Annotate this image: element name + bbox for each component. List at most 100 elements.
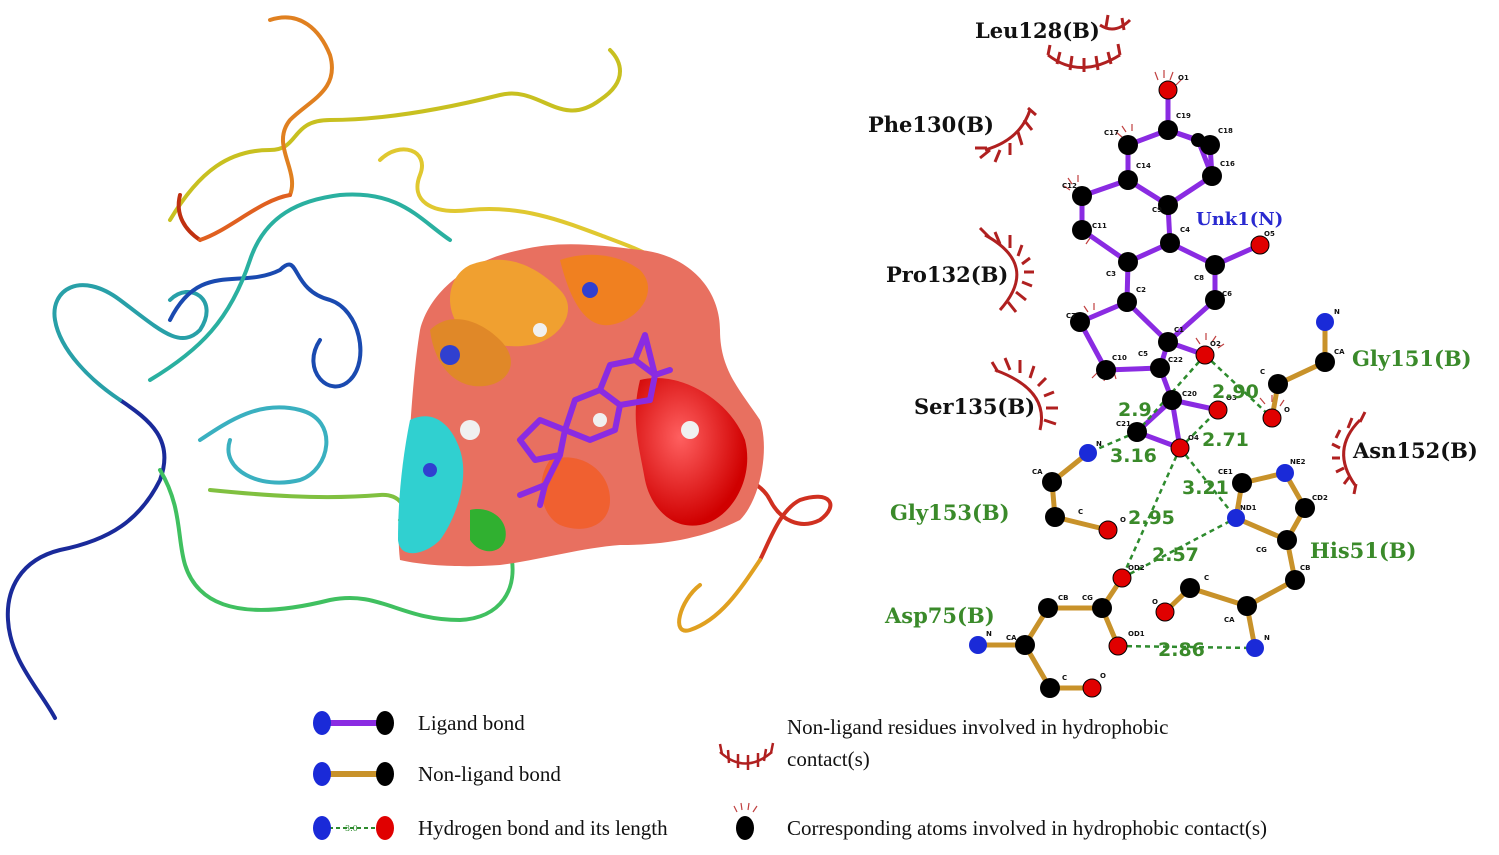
atom-asp75-c — [1040, 678, 1060, 698]
atom-c1 — [1158, 332, 1178, 352]
atom-asp75-cb — [1038, 598, 1058, 618]
atom-gly151-c — [1268, 374, 1288, 394]
atom-label: C22 — [1168, 356, 1183, 364]
hydrophobic-arc-pro132 — [978, 226, 1034, 313]
atom-label: C18 — [1218, 127, 1233, 135]
legend-hydrophobic-atoms: Corresponding atoms involved in hydropho… — [733, 802, 1267, 840]
atom-labels: O1 C19 C17 C18 C16 C14 C12 C9 C11 C4 O5 … — [986, 74, 1345, 682]
residue-label-pro132: Pro132(B) — [886, 262, 1008, 287]
atom-asp75-cg — [1092, 598, 1112, 618]
hbond-length-label: 2.57 — [1152, 544, 1199, 566]
atom-label: O — [1120, 516, 1126, 524]
legend-label: Ligand bond — [418, 711, 525, 735]
atom-gly153-c — [1045, 507, 1065, 527]
ribbon-green-lower — [158, 468, 515, 622]
atom-label: C5 — [1138, 350, 1148, 358]
atom-o4 — [1170, 438, 1190, 458]
legend-label: Corresponding atoms involved in hydropho… — [787, 816, 1267, 840]
ligplot-diagram: O1 C19 C17 C18 C16 C14 C12 C9 C11 C4 O5 … — [868, 14, 1478, 698]
atom-his51-n — [1246, 639, 1264, 657]
residue-label-his51: His51(B) — [1310, 538, 1417, 563]
hydrophobic-arc-leu128 — [1046, 14, 1132, 72]
atom-label: N — [1334, 308, 1340, 316]
ribbon-orange-end — [198, 193, 292, 242]
legend: Ligand bond Non-ligand bond 3.0 Hydrogen… — [313, 711, 1267, 840]
atom-label: C16 — [1220, 160, 1235, 168]
residue-label-asp75: Asp75(B) — [884, 603, 995, 628]
ribbon-orange-top — [268, 15, 334, 197]
residue-label-ser135: Ser135(B) — [914, 394, 1035, 419]
atom-label: O4 — [1188, 434, 1199, 442]
atom-label: O5 — [1264, 230, 1275, 238]
atom-label: C10 — [1112, 354, 1127, 362]
atom-label: O — [1100, 672, 1106, 680]
atom-label: C4 — [1180, 226, 1190, 234]
ribbon-yellow-top — [168, 48, 622, 222]
atom-c19 — [1158, 120, 1178, 140]
atom-o2 — [1195, 345, 1215, 365]
atom-asp75-ca — [1015, 635, 1035, 655]
ribbon-blue-loop — [168, 262, 363, 389]
ligand-sticks — [517, 332, 673, 508]
atom-label: ND1 — [1240, 504, 1257, 512]
atom-c17 — [1118, 135, 1138, 155]
atom-label: CG — [1082, 594, 1093, 602]
hydrophobic-atom-swatch — [736, 816, 754, 840]
atom-label: CD2 — [1312, 494, 1328, 502]
ribbon-green-mid — [208, 488, 406, 522]
atom-c22 — [1150, 358, 1170, 378]
atom-c4 — [1160, 233, 1180, 253]
hbond-length-label: 3.21 — [1182, 477, 1229, 499]
hydrogen-bonds — [1087, 354, 1273, 650]
atom-asp75-od2 — [1112, 568, 1132, 588]
atom-label: C3 — [1106, 270, 1116, 278]
atom-label: C6 — [1222, 290, 1232, 298]
legend-non-ligand-bond: Non-ligand bond — [313, 762, 561, 786]
atom-o1 — [1158, 80, 1178, 100]
atom-label: CA — [1006, 634, 1017, 642]
atom-asp75-o — [1082, 678, 1102, 698]
asp75-carbonyl — [1022, 642, 1095, 691]
protein-structure-view — [5, 15, 833, 720]
residue-label-gly151: Gly151(B) — [1352, 346, 1472, 371]
nitrogen-atom-swatch — [313, 816, 331, 840]
asp75-backbone — [975, 605, 1105, 648]
atom-label: NE2 — [1290, 458, 1306, 466]
hbond-length-label: 2.71 — [1202, 429, 1249, 451]
gly151-bonds — [1269, 319, 1328, 421]
atom-label: CG — [1256, 546, 1267, 554]
atom-c10 — [1096, 360, 1116, 380]
residue-label-leu128: Leu128(B) — [975, 18, 1100, 43]
atom-c21 — [1127, 422, 1147, 442]
atom-his51-cd2 — [1295, 498, 1315, 518]
atom-label: O1 — [1178, 74, 1189, 82]
atom-o5 — [1250, 235, 1270, 255]
atom-label: C12 — [1062, 182, 1077, 190]
atom-label: C2 — [1136, 286, 1146, 294]
hydrophobic-arc-ser135 — [990, 357, 1058, 431]
atom-his51-ne2 — [1276, 464, 1294, 482]
atom-label: C8 — [1194, 274, 1204, 282]
ribbon-cyan-loop — [198, 405, 329, 485]
atom-his51-c — [1180, 578, 1200, 598]
atom-c12 — [1072, 186, 1092, 206]
atom-label: CB — [1058, 594, 1068, 602]
atom-c-small — [1191, 133, 1205, 147]
hbond-length-label: 2.95 — [1128, 507, 1175, 529]
ribbon-teal-loop — [52, 283, 209, 402]
ribbon-blue-tail — [5, 398, 167, 720]
legend-hydrophobic-residues: Non-ligand residues involved in hydropho… — [718, 715, 1168, 771]
legend-hydrogen-bond: 3.0 Hydrogen bond and its length — [313, 816, 668, 840]
atom-label: N — [1264, 634, 1270, 642]
atom-c2 — [1117, 292, 1137, 312]
atom-label: CA — [1224, 616, 1235, 624]
atom-label: C20 — [1182, 390, 1197, 398]
atoms — [969, 80, 1335, 698]
carbon-atom-swatch — [376, 762, 394, 786]
atom-his51-cg — [1277, 530, 1297, 550]
atom-label: C — [1062, 674, 1067, 682]
atom-label: C — [1204, 574, 1209, 582]
his51-ring — [1233, 470, 1290, 543]
atom-gly153-o — [1098, 520, 1118, 540]
atom-label: C7 — [1066, 312, 1076, 320]
